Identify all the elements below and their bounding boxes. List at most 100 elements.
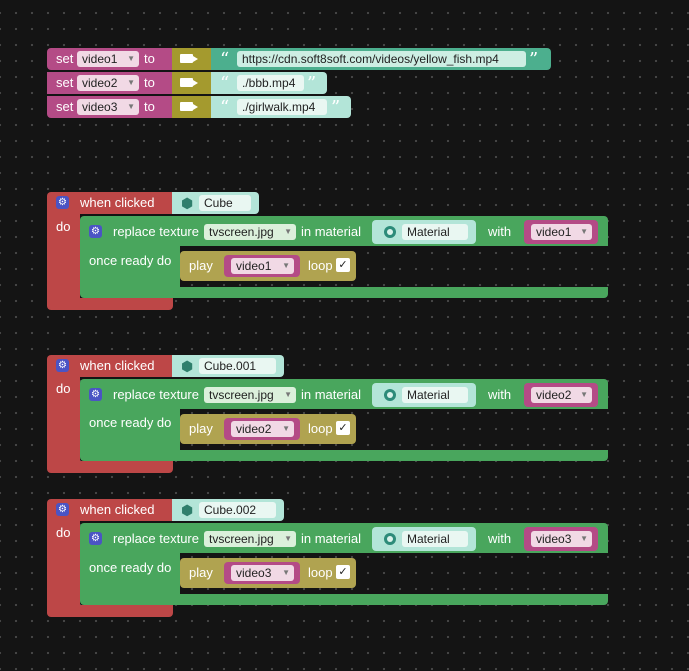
variable-name: video3 bbox=[236, 566, 272, 580]
variable-dropdown-video3[interactable]: video3 ▼ bbox=[77, 99, 139, 115]
chevron-down-icon: ▼ bbox=[580, 390, 588, 399]
chevron-down-icon: ▼ bbox=[284, 534, 292, 543]
gear-icon[interactable]: ⚙ bbox=[56, 503, 69, 516]
chevron-down-icon: ▼ bbox=[580, 534, 588, 543]
with-variable-dropdown[interactable]: video1 ▼ bbox=[531, 224, 592, 240]
object-dropdown[interactable]: Cube bbox=[199, 195, 251, 211]
loop-checkbox[interactable]: ✓ bbox=[336, 421, 350, 435]
loop-label: loop bbox=[308, 565, 333, 580]
play-variable-dropdown[interactable]: video3▼ bbox=[231, 565, 294, 581]
replace-texture-block[interactable] bbox=[80, 379, 608, 409]
chevron-down-icon: ▼ bbox=[284, 390, 292, 399]
when-clicked-label: when clicked bbox=[80, 195, 155, 210]
replace-texture-side bbox=[80, 246, 180, 288]
play-variable-dropdown[interactable]: video2 ▼ bbox=[231, 421, 294, 437]
once-ready-label: once ready do bbox=[89, 415, 172, 430]
to-label: to bbox=[144, 75, 155, 90]
loop-checkbox[interactable]: ✓ bbox=[336, 565, 350, 579]
replace-texture-block[interactable] bbox=[80, 216, 608, 246]
variable-name: video1 bbox=[536, 225, 572, 239]
event-side bbox=[47, 377, 80, 471]
gear-icon[interactable]: ⚙ bbox=[89, 225, 102, 238]
replace-texture-side bbox=[80, 409, 180, 451]
replace-texture-side bbox=[80, 553, 180, 595]
close-quote-icon: ” bbox=[331, 97, 341, 118]
texture-dropdown[interactable]: tvscreen.jpg ▼ bbox=[204, 387, 296, 403]
in-material-label: in material bbox=[301, 224, 361, 239]
play-variable-dropdown[interactable]: video1 ▼ bbox=[231, 258, 294, 274]
variable-name: video2 bbox=[536, 388, 572, 402]
chevron-down-icon: ▼ bbox=[127, 54, 135, 63]
variable-dropdown-video1[interactable]: video1▼ bbox=[77, 51, 139, 67]
variable-name: video1 bbox=[236, 259, 272, 273]
do-label: do bbox=[56, 525, 71, 540]
event-footer bbox=[47, 605, 173, 617]
replace-texture-label: replace texture bbox=[113, 224, 199, 239]
play-label: play bbox=[189, 421, 213, 436]
do-label: do bbox=[56, 381, 71, 396]
gear-icon[interactable]: ⚙ bbox=[56, 359, 69, 372]
set-label: set bbox=[56, 75, 74, 90]
with-label: with bbox=[488, 387, 512, 402]
video-block[interactable] bbox=[172, 96, 212, 118]
when-clicked-label: when clicked bbox=[80, 502, 155, 517]
texture-dropdown[interactable]: tvscreen.jpg ▼ bbox=[204, 224, 296, 240]
texture-name: tvscreen.jpg bbox=[209, 388, 274, 402]
gear-icon[interactable]: ⚙ bbox=[89, 388, 102, 401]
to-label: to bbox=[144, 99, 155, 114]
chevron-down-icon: ▼ bbox=[282, 261, 290, 270]
in-material-label: in material bbox=[301, 531, 361, 546]
replace-texture-block[interactable] bbox=[80, 523, 608, 553]
with-label: with bbox=[488, 224, 512, 239]
variable-name: video2 bbox=[236, 422, 272, 436]
url-field[interactable]: ./girlwalk.mp4 bbox=[237, 99, 327, 115]
variable-name: video2 bbox=[82, 76, 118, 90]
event-header[interactable] bbox=[47, 355, 173, 377]
when-clicked-label: when clicked bbox=[80, 358, 155, 373]
globe-icon bbox=[384, 226, 396, 238]
event-header[interactable] bbox=[47, 499, 173, 521]
gear-icon[interactable]: ⚙ bbox=[89, 532, 102, 545]
video-camera-icon bbox=[180, 102, 198, 111]
globe-icon bbox=[384, 389, 396, 401]
event-side bbox=[47, 521, 80, 616]
with-variable-dropdown[interactable]: video2 ▼ bbox=[531, 387, 592, 403]
url-field[interactable]: ./bbb.mp4 bbox=[237, 75, 304, 91]
in-material-label: in material bbox=[301, 387, 361, 402]
texture-name: tvscreen.jpg bbox=[209, 225, 274, 239]
chevron-down-icon: ▼ bbox=[580, 227, 588, 236]
once-ready-label: once ready do bbox=[89, 253, 172, 268]
loop-checkbox[interactable]: ✓ bbox=[336, 258, 350, 272]
event-footer bbox=[47, 298, 173, 310]
event-side bbox=[47, 214, 80, 308]
material-dropdown[interactable]: Material bbox=[402, 387, 468, 403]
cube-icon: ⬢ bbox=[181, 195, 194, 211]
video-block[interactable] bbox=[172, 48, 212, 70]
event-header[interactable] bbox=[47, 192, 173, 214]
video-camera-icon bbox=[180, 54, 198, 63]
variable-name: video3 bbox=[82, 100, 118, 114]
loop-label: loop bbox=[308, 258, 333, 273]
set-label: set bbox=[56, 99, 74, 114]
globe-icon bbox=[384, 533, 396, 545]
replace-texture-footer bbox=[80, 594, 608, 605]
texture-name: tvscreen.jpg bbox=[209, 532, 274, 546]
chevron-down-icon: ▼ bbox=[127, 102, 135, 111]
chevron-down-icon: ▼ bbox=[284, 227, 292, 236]
material-dropdown[interactable]: Material bbox=[402, 224, 468, 240]
replace-texture-label: replace texture bbox=[113, 531, 199, 546]
url-field[interactable]: https://cdn.soft8soft.com/videos/yellow_… bbox=[237, 51, 526, 67]
with-variable-dropdown[interactable]: video3▼ bbox=[531, 531, 592, 547]
once-ready-label: once ready do bbox=[89, 560, 172, 575]
object-dropdown[interactable]: Cube.001 bbox=[199, 358, 276, 374]
replace-texture-label: replace texture bbox=[113, 387, 199, 402]
texture-dropdown[interactable]: tvscreen.jpg ▼ bbox=[204, 531, 296, 547]
chevron-down-icon: ▼ bbox=[282, 424, 290, 433]
play-label: play bbox=[189, 565, 213, 580]
gear-icon[interactable]: ⚙ bbox=[56, 196, 69, 209]
object-dropdown[interactable]: Cube.002 bbox=[199, 502, 276, 518]
variable-dropdown-video2[interactable]: video2▼ bbox=[77, 75, 139, 91]
do-label: do bbox=[56, 219, 71, 234]
video-block[interactable] bbox=[172, 72, 212, 94]
material-dropdown[interactable]: Material bbox=[402, 531, 468, 547]
